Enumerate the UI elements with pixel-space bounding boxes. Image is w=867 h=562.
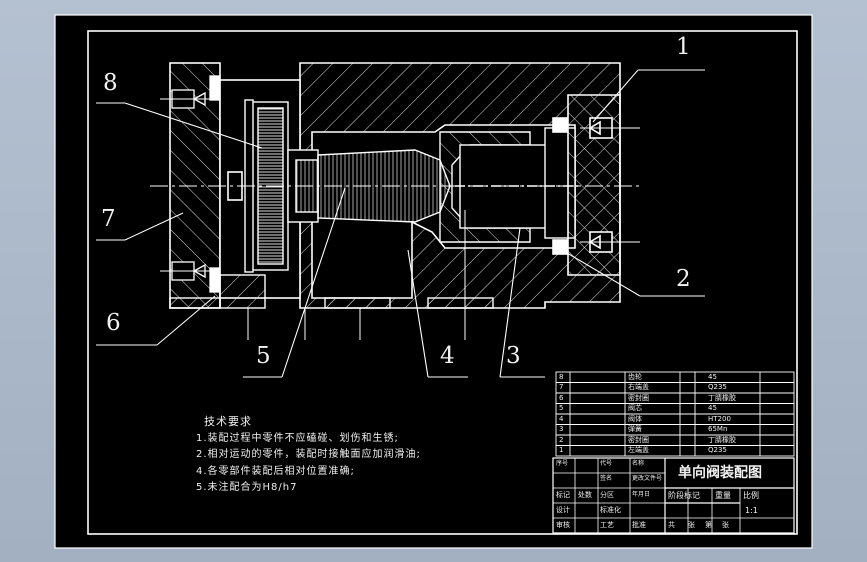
bom-material: Q235 — [708, 383, 727, 391]
sheet-label-total: 共 — [668, 521, 675, 529]
part-number-2: 2 — [676, 266, 691, 292]
drawing-frame — [87, 30, 798, 535]
part-number-5: 5 — [256, 343, 271, 369]
scale-label: 比例 — [743, 491, 759, 500]
title-label-zone: 分区 — [600, 491, 614, 499]
base-blocks — [169, 274, 494, 309]
bom-no: 4 — [559, 415, 564, 423]
bom-no: 8 — [559, 373, 564, 381]
bom-header-no: 序号 — [556, 460, 569, 467]
tech-item: 1.装配过程中零件不应磕碰、划伤和生锈; — [196, 432, 399, 444]
part-number-6: 6 — [106, 310, 121, 336]
right-cover — [552, 94, 621, 276]
part-number-3: 3 — [506, 343, 521, 369]
title-label-standard: 标准化 — [600, 506, 621, 514]
bom-name: 密封圈 — [628, 394, 649, 402]
title-label-mark: 标记 — [556, 491, 570, 499]
sheet-label-no: 第 — [705, 521, 712, 529]
bom-name: 弹簧 — [628, 425, 642, 433]
technical-requirements: 技术要求 1.装配过程中零件不应磕碰、划伤和生锈; 2.相对运动的零件，装配时接… — [196, 414, 421, 497]
bom-no: 1 — [559, 446, 564, 454]
bom-material: HT200 — [708, 415, 731, 423]
part-number-7: 7 — [101, 206, 116, 232]
centerlines — [150, 98, 640, 340]
part-number-8: 8 — [103, 70, 118, 96]
bom-material: 丁腈橡胶 — [708, 394, 736, 402]
bom-name: 右端盖 — [628, 383, 649, 391]
title-label-date: 年月日 — [632, 491, 651, 498]
tech-item: 2.相对运动的零件，装配时接触面应加润滑油; — [196, 449, 421, 460]
bom-no: 5 — [559, 404, 564, 412]
tech-heading: 技术要求 — [204, 415, 252, 428]
bom-no: 6 — [559, 394, 564, 402]
bom-no: 2 — [559, 436, 564, 444]
sheet-label-sheet: 张 — [722, 521, 729, 529]
stage-label: 阶段标记 — [668, 491, 700, 500]
title-label-approve: 批准 — [632, 521, 646, 529]
bom-no: 3 — [559, 425, 564, 433]
scale-value: 1:1 — [745, 506, 758, 515]
bom-material: Q235 — [708, 446, 727, 454]
bom-name: 齿轮 — [628, 373, 642, 381]
bom-name: 阀芯 — [628, 404, 642, 412]
drawing-title: 单向阀装配图 — [678, 465, 762, 481]
bom-header-code: 代号 — [600, 460, 613, 467]
bom-material: 丁腈橡胶 — [708, 436, 736, 444]
bom-no: 7 — [559, 383, 564, 391]
bom-header-name: 名称 — [632, 460, 645, 467]
bom-material: 65Mn — [708, 425, 728, 433]
tech-item: 5.未注配合为H8/h7 — [196, 482, 298, 493]
title-label-process: 工艺 — [600, 521, 614, 529]
bom-name: 左端盖 — [628, 446, 649, 454]
weight-label: 重量 — [715, 491, 731, 500]
bom-material: 45 — [708, 373, 717, 381]
title-label-review: 审核 — [556, 521, 570, 529]
seat-and-spring — [439, 127, 580, 243]
sheet-label-sheets: 张 — [688, 521, 695, 529]
title-label-count: 处数 — [578, 491, 592, 499]
part-number-4: 4 — [440, 343, 455, 369]
title-label-design: 设计 — [556, 506, 570, 514]
bom-table — [555, 371, 795, 457]
tech-item: 4.各零部件装配后相对位置准确; — [196, 465, 355, 477]
title-label-change-doc: 更改文件号 — [632, 475, 663, 482]
leader-lines — [96, 69, 705, 378]
bom-material: 45 — [708, 404, 717, 412]
bom-name: 阀体 — [628, 415, 642, 423]
bom-name: 密封圈 — [628, 436, 649, 444]
title-block — [552, 457, 795, 534]
part-number-1: 1 — [676, 34, 691, 60]
title-label-signature: 签名 — [600, 475, 613, 482]
